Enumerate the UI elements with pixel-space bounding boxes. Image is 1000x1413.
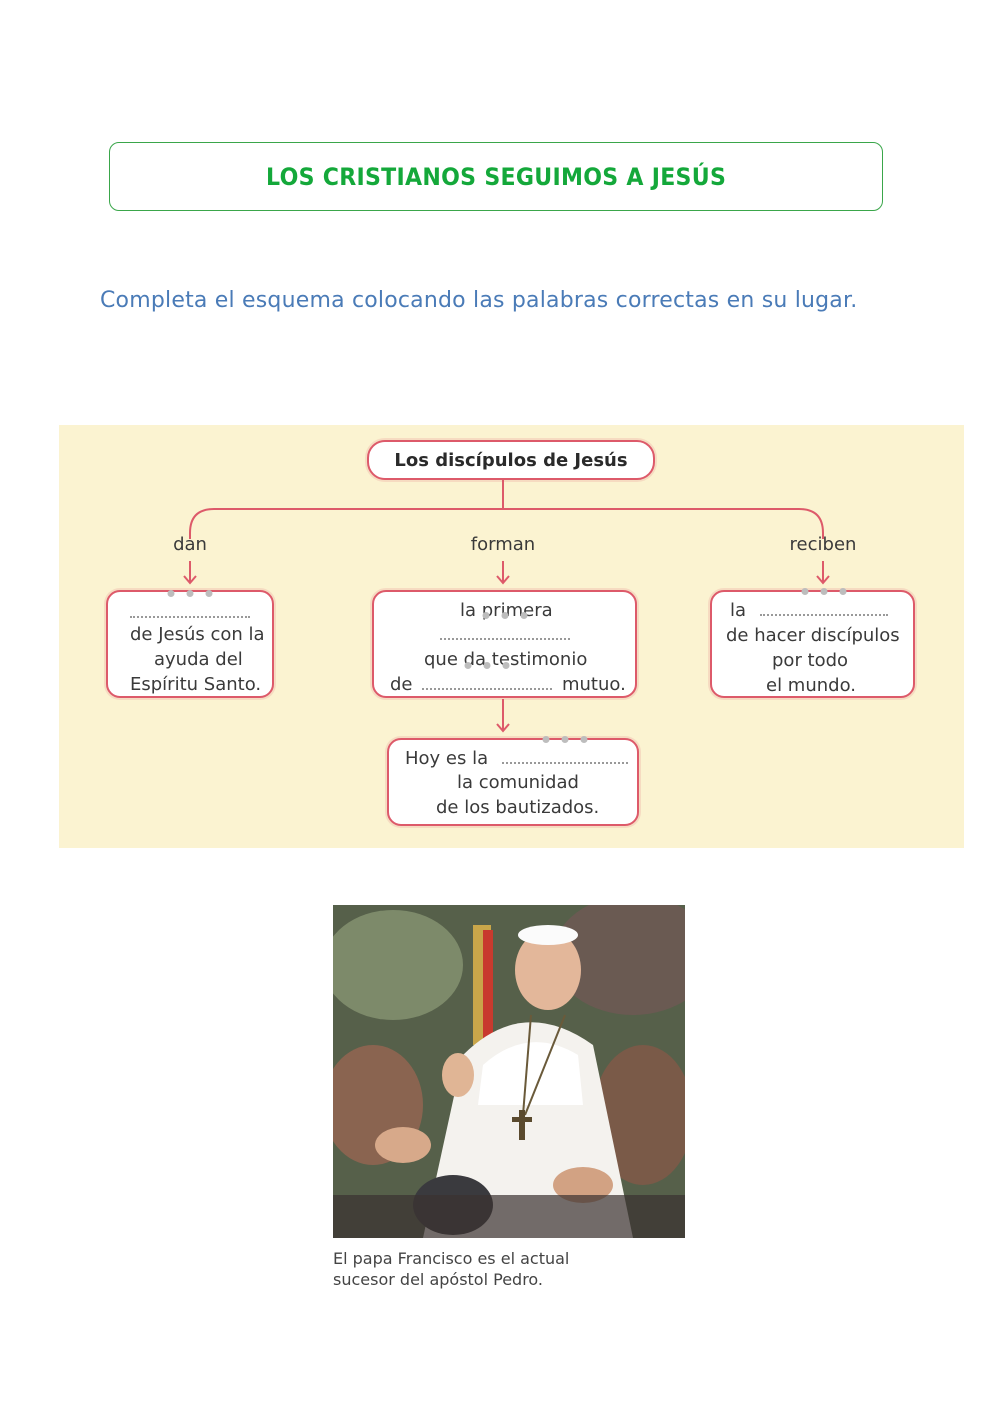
middle-box: la primera que da testimonio de mutuo.	[372, 590, 637, 698]
scheme-panel: Los discípulos de Jesús dan forman recib…	[59, 425, 964, 848]
middle-line1: la primera	[460, 598, 553, 623]
middle-line4-post: mutuo.	[562, 674, 626, 695]
bottom-line2: la comunidad	[457, 770, 579, 795]
left-line2: ayuda del	[154, 647, 243, 672]
left-box: de Jesús con la ayuda del Espíritu Santo…	[106, 590, 274, 698]
middle-line4-pre: de	[390, 674, 413, 695]
right-line4: el mundo.	[766, 673, 856, 698]
right-box: la de hacer discípulos por todo el mundo…	[710, 590, 915, 698]
page-title: LOS CRISTIANOS SEGUIMOS A JESÚS	[266, 163, 726, 191]
blank-middle-2[interactable]	[422, 674, 552, 690]
verb-left: dan	[173, 534, 207, 555]
right-line1-pre: la	[730, 600, 746, 621]
left-line3: Espíritu Santo.	[130, 672, 261, 697]
root-node: Los discípulos de Jesús	[367, 440, 655, 480]
verb-right: reciben	[790, 534, 857, 555]
photo-caption: El papa Francisco es el actual sucesor d…	[333, 1248, 693, 1290]
bottom-line3: de los bautizados.	[436, 795, 599, 820]
bottom-box: Hoy es la la comunidad de los bautizados…	[387, 738, 639, 826]
blank-middle-1[interactable]	[440, 624, 570, 640]
bottom-line1-pre: Hoy es la	[405, 748, 488, 769]
blank-right[interactable]	[760, 600, 888, 616]
blank-left[interactable]	[130, 602, 250, 618]
caption-line2: sucesor del apóstol Pedro.	[333, 1269, 693, 1290]
right-line2: de hacer discípulos	[726, 623, 900, 648]
photo-illustration	[333, 905, 685, 1238]
title-box: LOS CRISTIANOS SEGUIMOS A JESÚS	[109, 142, 883, 211]
pope-photo	[333, 905, 685, 1238]
blank-bottom[interactable]	[502, 748, 628, 764]
instruction-text: Completa el esquema colocando las palabr…	[100, 288, 920, 313]
verb-middle: forman	[471, 534, 535, 555]
left-line1: de Jesús con la	[130, 622, 265, 647]
caption-line1: El papa Francisco es el actual	[333, 1248, 693, 1269]
right-line3: por todo	[772, 648, 848, 673]
